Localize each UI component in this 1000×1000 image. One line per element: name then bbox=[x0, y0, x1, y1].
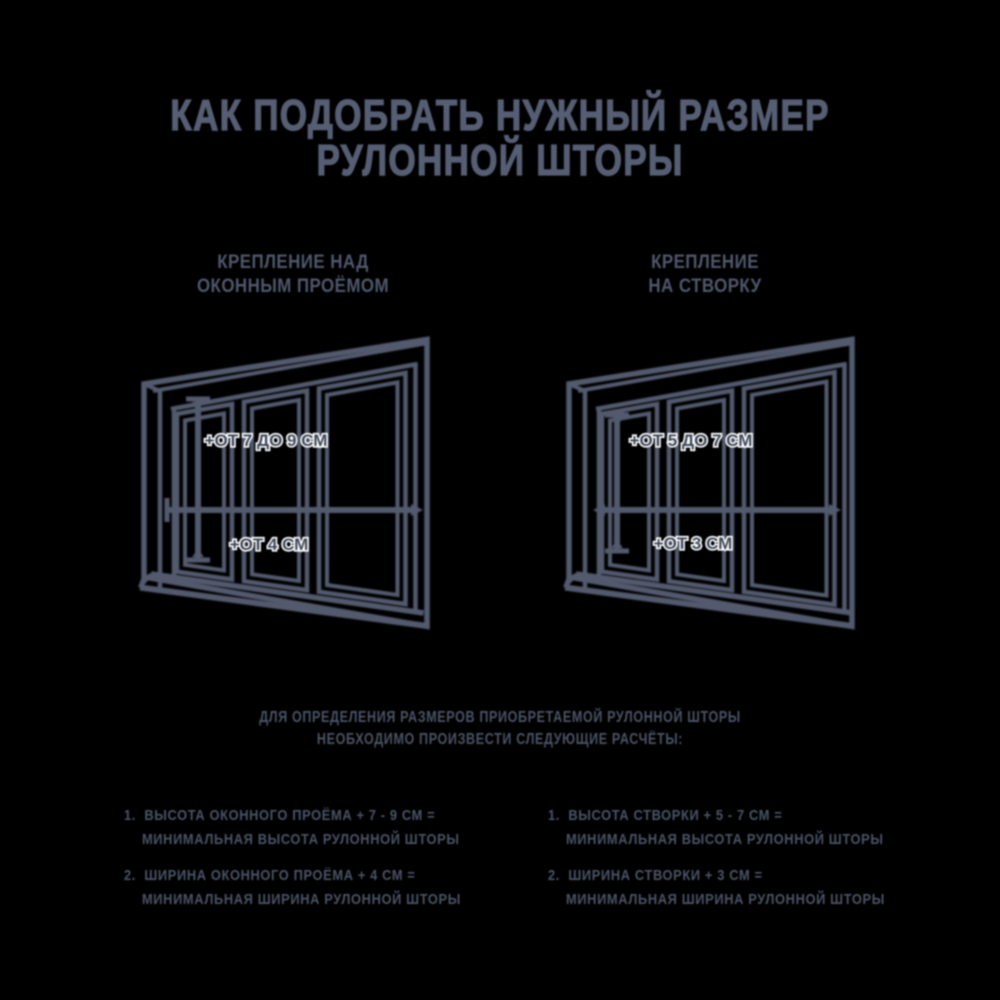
svg-text:+ОТ 4 СМ: +ОТ 4 СМ bbox=[230, 535, 309, 554]
svg-text:+ОТ 5 ДО 7 СМ: +ОТ 5 ДО 7 СМ bbox=[630, 431, 753, 450]
svg-text:+ОТ 7 ДО 9 СМ: +ОТ 7 ДО 9 СМ bbox=[205, 431, 328, 450]
svg-text:+ОТ 3 СМ: +ОТ 3 СМ bbox=[654, 534, 733, 553]
